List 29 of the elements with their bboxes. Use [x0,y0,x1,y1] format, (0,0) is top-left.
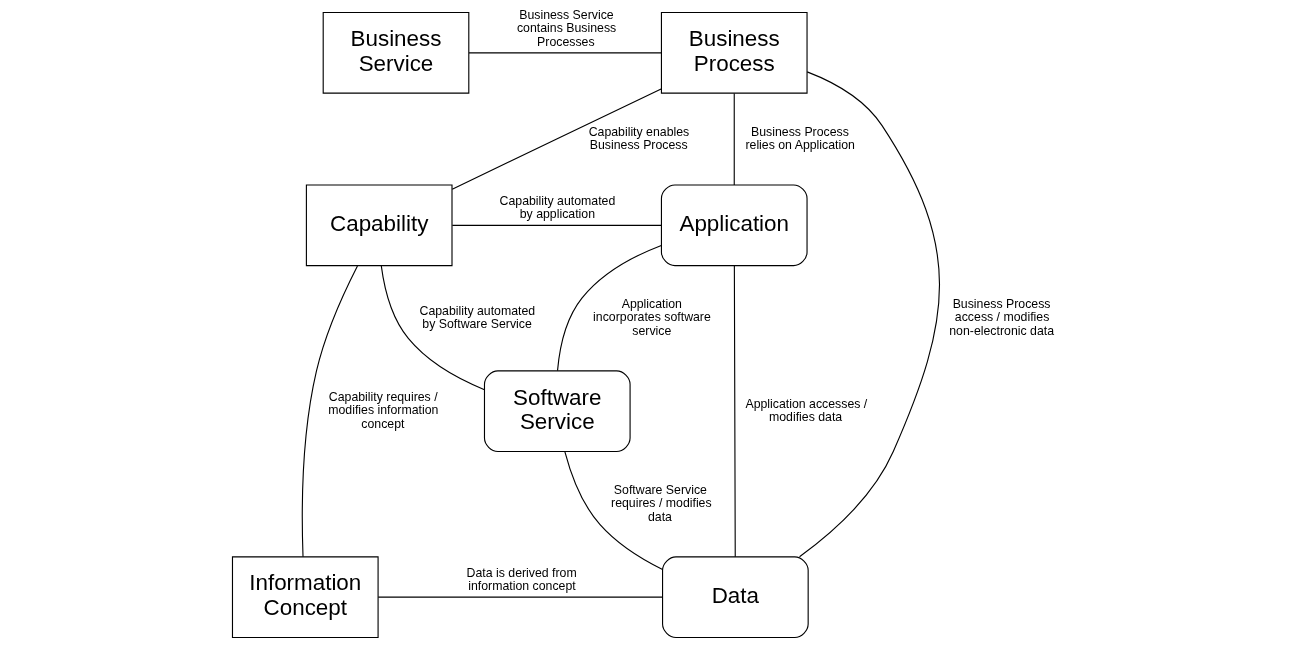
node-box: Capability [305,184,453,267]
node-box: Business Service [322,11,469,94]
edge-label: Business Service contains Business Processes [516,8,616,49]
edge-label: Application accesses / modifies data [744,396,867,425]
edge-label: Capability enables Business Process [588,124,689,152]
connector [451,88,662,190]
node-box: Information Concept [231,556,379,639]
edge-label: Capability requires / modifies information concept [327,389,438,431]
node-box: Software Service [483,370,631,453]
connector [377,596,663,598]
node-box: Data [661,556,809,639]
connector [451,224,662,226]
edge-label: Capability automated by Software Service [419,303,535,332]
node-box: Business Process [660,11,808,94]
edge-label: Capability automated by application [499,193,615,222]
edge-label: Software Service requires / modifies data [610,482,712,524]
connector [467,52,662,54]
edge-label: Data is derived from information concept [466,565,577,594]
connector [301,265,358,558]
connector [733,265,736,558]
connector [733,92,735,186]
edge-label: Business Process relies on Application [744,124,855,152]
edge-label: Business Process access / modifies non-electronic data [948,296,1054,338]
connector [556,244,662,372]
connector [798,71,940,558]
edge-label: Application incorporates software service [592,296,711,338]
connector [563,451,663,571]
node-box: Application [660,184,808,267]
connector [380,265,485,391]
